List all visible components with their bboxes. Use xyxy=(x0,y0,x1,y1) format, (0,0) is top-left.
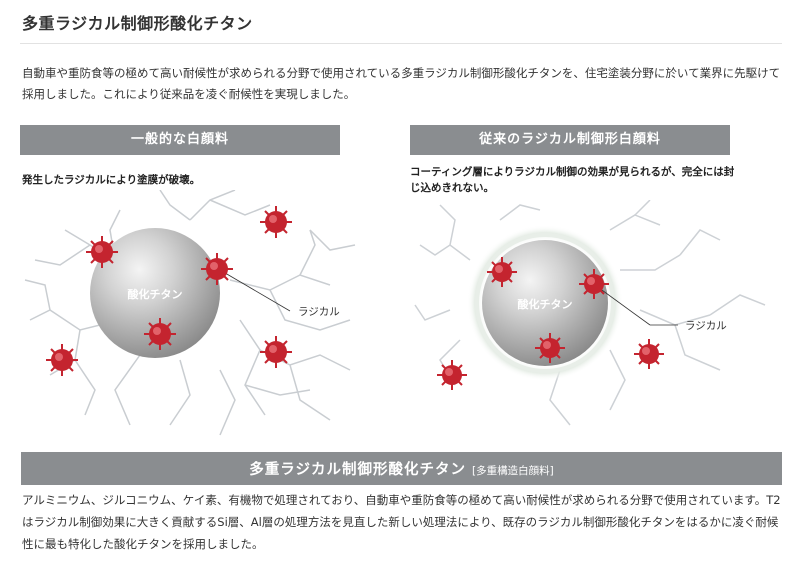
radical-particle xyxy=(201,253,233,285)
illustration-conventional-pigment: 酸化チタン ラジカル xyxy=(414,200,766,426)
radical-label: ラジカル xyxy=(685,320,727,332)
radical-particle xyxy=(144,318,176,350)
radical-pointer xyxy=(219,269,291,312)
sphere-label: 酸化チタン xyxy=(128,287,183,301)
caption-general-white-pigment: 発生したラジカルにより塗膜が破壊。 xyxy=(22,174,201,186)
radical-pointer xyxy=(594,284,651,326)
intro-text: 自動車や重防食等の極めて高い耐候性が求められる分野で使用されている多重ラジカル制… xyxy=(22,66,781,101)
radical-particle xyxy=(634,339,664,369)
radical-particle xyxy=(46,344,78,376)
illustration-general-pigment: 酸化チタン ラジカル xyxy=(24,190,356,436)
crack-lines xyxy=(24,190,356,436)
sphere-label: 酸化チタン xyxy=(518,297,573,311)
bottom-subtitle: [多重構造白顔料] xyxy=(472,465,554,477)
radical-particle xyxy=(260,206,292,238)
radical-particle xyxy=(535,333,565,363)
radical-particle xyxy=(260,336,292,368)
radical-particle xyxy=(437,360,467,390)
caption-conventional-radical-control: コーティング層によりラジカル制御の効果が見られるが、完全には封じ込めきれない。 xyxy=(410,166,735,194)
radical-particle xyxy=(579,269,609,299)
label-general-white-pigment: 一般的な白顔料 xyxy=(20,125,340,155)
radical-label: ラジカル xyxy=(298,306,340,318)
page-title: 多重ラジカル制御形酸化チタン xyxy=(22,14,253,33)
bottom-title: 多重ラジカル制御形酸化チタン xyxy=(249,462,466,478)
title-divider xyxy=(20,43,782,44)
radical-particle xyxy=(487,257,517,287)
label-conventional-radical-control: 従来のラジカル制御形白顔料 xyxy=(410,125,730,155)
coating-layer-ring xyxy=(475,233,615,373)
titanium-oxide-sphere xyxy=(90,228,220,358)
bottom-description: アルミニウム、ジルコニウム、ケイ素、有機物で処理されており、自動車や重防食等の極… xyxy=(22,493,781,551)
multi-radical-control-header: 多重ラジカル制御形酸化チタン [多重構造白顔料] xyxy=(21,452,782,485)
radical-particle xyxy=(86,236,118,268)
